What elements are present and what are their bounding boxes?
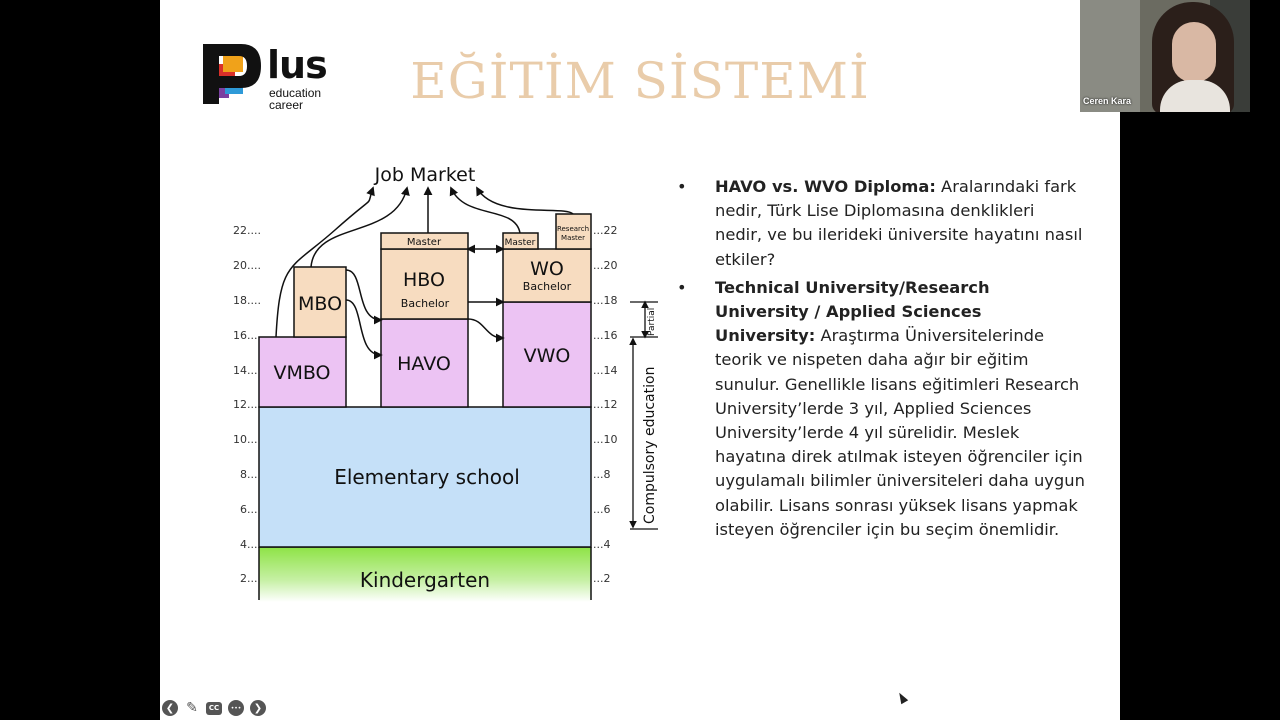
age-right-18: ...18	[593, 294, 618, 307]
more-options-button[interactable]: •••	[228, 700, 244, 716]
bullet-marker: •	[677, 276, 687, 300]
age-right-14: ...14	[593, 364, 618, 377]
age-left-16: 16....	[233, 329, 261, 342]
mbo-label: MBO	[298, 293, 342, 315]
havo-label: HAVO	[397, 353, 451, 375]
job-market-label: Job Market	[374, 164, 476, 186]
slide-controls: ❮ ✎ CC ••• ❯	[162, 700, 266, 716]
age-right-8: ...8	[593, 468, 611, 481]
wo-label: WO	[530, 258, 564, 280]
bullet-item-havo-vwo: • HAVO vs. WVO Diploma: Aralarındaki far…	[675, 175, 1085, 272]
age-left-22: 22....	[233, 224, 261, 237]
previous-slide-button[interactable]: ❮	[162, 700, 178, 716]
presentation-slide: lus education career EĞİTİM SİSTEMİ Job …	[160, 0, 1120, 720]
bullet-heading: HAVO vs. WVO Diploma:	[715, 177, 936, 196]
wo-sublabel: Bachelor	[523, 280, 572, 293]
age-right-4: ...4	[593, 538, 611, 551]
kindergarten-label: Kindergarten	[360, 568, 490, 592]
age-left-6: 6....	[240, 503, 261, 516]
bullet-item-universities: • Technical University/Research Universi…	[675, 276, 1085, 542]
age-left-10: 10....	[233, 433, 261, 446]
hbo-master-label: Master	[407, 237, 442, 248]
age-left-14: 14....	[233, 364, 261, 377]
elementary-label: Elementary school	[334, 465, 520, 489]
age-left-12: 12....	[233, 398, 261, 411]
age-right-10: ...10	[593, 433, 618, 446]
partial-label: Partial	[647, 308, 657, 336]
vmbo-label: VMBO	[273, 362, 330, 384]
age-left-4: 4....	[240, 538, 261, 551]
research-label: Research	[557, 225, 589, 233]
slide-title: EĞİTİM SİSTEMİ	[160, 52, 1120, 110]
bullet-text: Araştırma Üniversitelerinde teorik ve ni…	[715, 326, 1085, 539]
education-system-diagram: Job Market 22.... 20.... 18.... 16.... 1…	[215, 150, 685, 610]
age-left-20: 20....	[233, 259, 261, 272]
research-master-label: Master	[561, 234, 585, 242]
compulsory-label: Compulsory education	[642, 367, 658, 524]
age-right-22: ...22	[593, 224, 618, 237]
age-right-6: ...6	[593, 503, 611, 516]
bullet-list: • HAVO vs. WVO Diploma: Aralarındaki far…	[675, 175, 1085, 546]
age-right-2: ...2	[593, 572, 611, 585]
age-right-20: ...20	[593, 259, 618, 272]
mouse-cursor-icon	[896, 691, 908, 705]
next-slide-button[interactable]: ❯	[250, 700, 266, 716]
captions-button[interactable]: CC	[206, 702, 222, 715]
age-right-16: ...16	[593, 329, 618, 342]
bullet-marker: •	[677, 175, 687, 199]
hbo-sublabel: Bachelor	[401, 297, 450, 310]
participant-name: Ceren Kara	[1083, 96, 1131, 106]
wo-master-label: Master	[505, 238, 536, 248]
vwo-label: VWO	[524, 345, 571, 367]
hbo-label: HBO	[403, 269, 445, 291]
pen-tool-icon[interactable]: ✎	[184, 700, 200, 716]
age-left-18: 18....	[233, 294, 261, 307]
participant-video-tile[interactable]: Ceren Kara	[1080, 0, 1250, 112]
age-left-8: 8....	[240, 468, 261, 481]
age-right-12: ...12	[593, 398, 618, 411]
age-left-2: 2....	[240, 572, 261, 585]
slide-title-text: EĞİTİM SİSTEMİ	[410, 52, 869, 110]
